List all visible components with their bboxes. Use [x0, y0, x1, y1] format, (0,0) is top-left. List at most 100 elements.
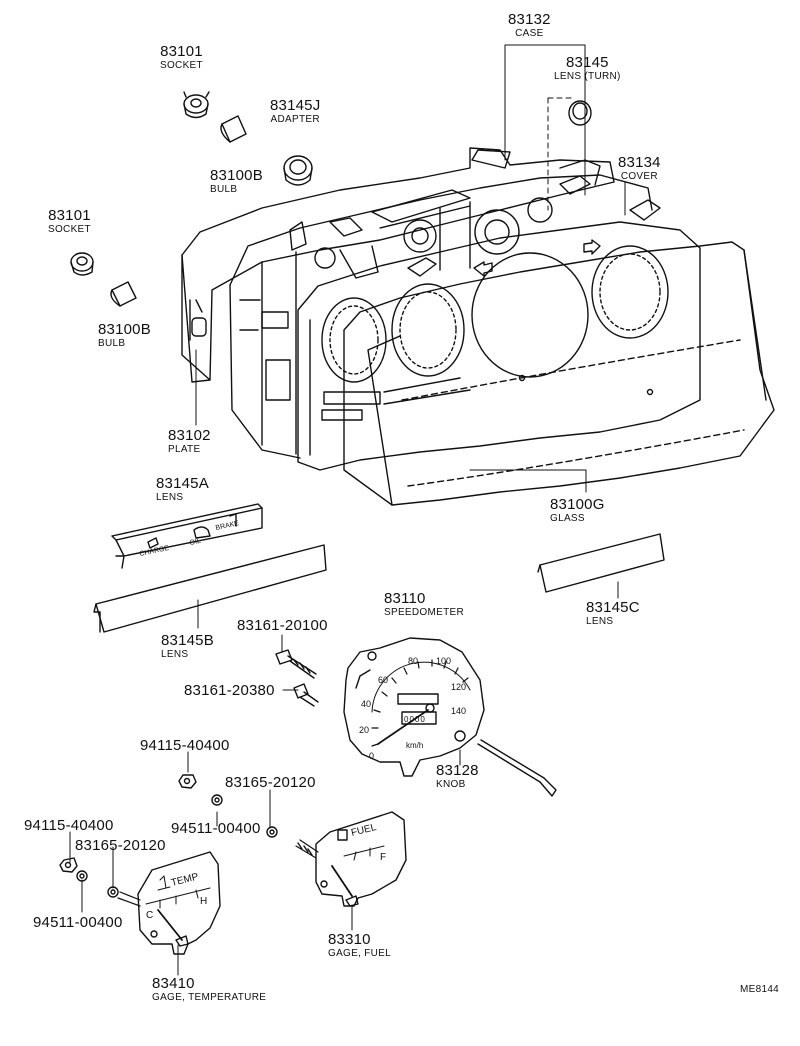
part-number: 83145B	[161, 632, 214, 649]
leader-lines	[69, 44, 626, 976]
callout-83161-20100: 83161-20100	[237, 618, 328, 633]
part-name: BULB	[210, 184, 238, 195]
washer-83165-20120-lower	[107, 886, 119, 898]
part-name: ADAPTER	[270, 114, 320, 125]
lens-83145A	[111, 503, 263, 569]
washer-83165-20120-upper	[266, 826, 278, 838]
part-number: 83161-20100	[237, 617, 328, 634]
part-number: 83165-20120	[75, 837, 166, 854]
part-name: SPEEDOMETER	[384, 607, 464, 618]
callout-83132: 83132 CASE	[508, 12, 551, 39]
bulb-83100B-lower	[110, 281, 137, 307]
part-number: 94115-40400	[24, 817, 114, 834]
part-name: COVER	[620, 171, 658, 182]
speedometer-mark-120: 120	[451, 682, 466, 692]
part-name: KNOB	[436, 779, 466, 790]
callout-94115-40400-lower: 94115-40400	[24, 818, 114, 833]
temperature-gage-83410	[117, 851, 221, 955]
screw-83161-20100	[275, 649, 317, 679]
part-name: GAGE, FUEL	[328, 948, 392, 959]
callout-83102: 83102 PLATE	[168, 428, 211, 455]
callout-94115-40400-upper: 94115-40400	[140, 738, 230, 753]
callout-83101-upper: 83101 SOCKET	[160, 44, 203, 71]
fuel-gage-full: F	[380, 852, 386, 863]
part-number: 83110	[384, 590, 426, 607]
speedometer-83110	[343, 637, 485, 777]
socket-83101-upper	[183, 91, 210, 119]
washer-94511-00400-upper	[211, 794, 223, 806]
knob-83128	[477, 739, 557, 797]
callout-83145A: 83145A LENS	[156, 476, 209, 503]
part-name: LENS	[156, 492, 184, 503]
combination-meter-case	[181, 147, 701, 471]
lens-turn-83145	[568, 100, 592, 126]
part-number: 83161-20380	[184, 682, 275, 699]
lens-a-oil-text: OIL	[189, 538, 202, 547]
speedometer-mark-40: 40	[361, 699, 371, 709]
callout-83410: 83410 GAGE, TEMPERATURE	[152, 976, 266, 1003]
part-name: CASE	[515, 28, 544, 39]
lens-83145C	[537, 533, 665, 593]
nut-94115-40400-lower	[59, 857, 78, 873]
part-name: LENS	[586, 616, 614, 627]
screw-83161-20380	[293, 683, 319, 707]
part-number: 94511-00400	[171, 820, 261, 837]
part-name: LENS	[161, 649, 189, 660]
part-number: 83100B	[98, 321, 151, 338]
callout-83100B-lower: 83100B BULB	[98, 322, 151, 349]
temp-gage-title: TEMP	[170, 871, 200, 888]
callout-83110: 83110 SPEEDOMETER	[384, 591, 464, 618]
part-number: 94511-00400	[33, 914, 123, 931]
part-number: 83102	[168, 427, 211, 444]
socket-83101-lower	[70, 252, 94, 276]
part-name: PLATE	[168, 444, 201, 455]
part-number: 83145	[565, 54, 609, 71]
callout-83101-lower: 83101 SOCKET	[48, 208, 91, 235]
part-name: LENS (TURN)	[554, 71, 621, 82]
callout-83145: 83145 LENS (TURN)	[554, 55, 621, 82]
callout-83145C: 83145C LENS	[586, 600, 640, 627]
part-number: 83101	[48, 207, 91, 224]
part-number: 94115-40400	[140, 737, 230, 754]
callout-83100B-upper: 83100B BULB	[210, 168, 263, 195]
speedometer-unit: km/h	[406, 741, 423, 750]
part-number: 83145J	[270, 97, 321, 114]
callout-83145J: 83145J ADAPTER	[270, 98, 320, 125]
part-number: 83100B	[210, 167, 263, 184]
callout-83128: 83128 KNOB	[436, 763, 479, 790]
bulb-83100B-upper	[220, 115, 247, 143]
speedometer-mark-140: 140	[451, 706, 466, 716]
callout-83100G: 83100G GLASS	[550, 497, 605, 524]
part-number: 83410	[152, 975, 195, 992]
speedometer-mark-0: 0	[369, 751, 374, 761]
washer-94511-00400-lower	[76, 870, 88, 882]
speedometer-mark-20: 20	[359, 725, 369, 735]
callout-94511-00400-upper: 94511-00400	[171, 821, 261, 836]
part-number: 83134	[618, 154, 661, 171]
part-number: 83128	[436, 762, 479, 779]
fuel-gage-83310	[295, 811, 407, 907]
part-name: SOCKET	[160, 60, 203, 71]
part-number: 83101	[160, 43, 203, 60]
lens-83145B	[93, 544, 327, 633]
callout-83165-20120-upper: 83165-20120	[225, 775, 316, 790]
glass-83100G	[343, 241, 775, 506]
callout-83145B: 83145B LENS	[161, 633, 214, 660]
drawing-lettering: CHARGE OIL BRAKE 0 20 40 60 80 100 120 1…	[139, 520, 466, 921]
part-name: BULB	[98, 338, 126, 349]
temp-gage-hot: H	[200, 896, 207, 907]
nut-94115-40400-upper	[178, 774, 197, 789]
part-number: 83310	[328, 931, 371, 948]
callout-83310: 83310 GAGE, FUEL	[328, 932, 391, 959]
callout-94511-00400-lower: 94511-00400	[33, 915, 123, 930]
speedometer-mark-80: 80	[408, 656, 418, 666]
speedometer-odometer: 0000	[404, 715, 426, 724]
part-name: GAGE, TEMPERATURE	[152, 992, 267, 1003]
speedometer-mark-100: 100	[436, 656, 451, 666]
temp-gage-cold: C	[146, 910, 153, 921]
part-number: 83132	[508, 11, 551, 28]
lens-a-charge-text: CHARGE	[139, 545, 170, 558]
speedometer-mark-60: 60	[378, 675, 388, 685]
